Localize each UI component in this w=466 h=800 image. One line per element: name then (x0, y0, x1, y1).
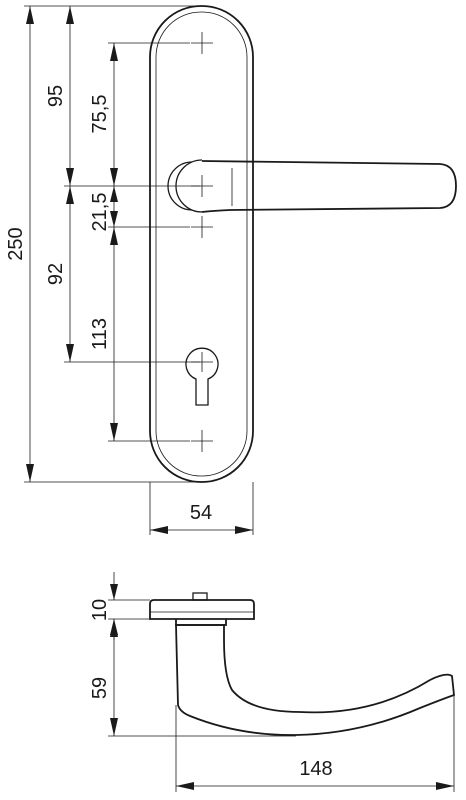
lever-handle-side (175, 624, 455, 736)
extension-lines (24, 5, 254, 535)
top-screw-mark (191, 32, 213, 54)
dimension-label-59: 59 (89, 677, 111, 699)
dimension-label-95: 95 (45, 85, 67, 107)
dimension-lever-to-keyhole: 92 (45, 186, 74, 362)
side-extension-lines (108, 599, 455, 792)
dimension-label-92: 92 (45, 263, 67, 285)
dimension-lever-depth: 59 (89, 619, 118, 736)
side-view: 10 59 148 (89, 572, 455, 792)
dimension-label-21-5: 21,5 (89, 193, 111, 232)
dimension-upper-to-lever: 95 (45, 6, 74, 186)
dimension-label-250: 250 (5, 227, 27, 260)
dimension-label-10: 10 (89, 599, 111, 621)
front-view: 250 95 92 75,5 21,5 (5, 5, 457, 535)
dimension-label-148: 148 (299, 758, 332, 780)
bottom-screw-mark (191, 430, 213, 452)
dimension-label-113: 113 (89, 318, 111, 350)
backplate-inner (155, 11, 248, 477)
dimension-lever-length: 148 (176, 758, 454, 790)
rose-plate (149, 599, 255, 620)
cylinder-keyhole (185, 347, 219, 406)
dimension-label-54: 54 (190, 502, 212, 524)
dimension-plate-width: 54 (150, 502, 253, 534)
second-screw-mark (191, 216, 213, 238)
dimension-screw-to-screw: 113 (89, 227, 118, 441)
dimension-total-height: 250 (5, 6, 34, 482)
rose-tab (192, 592, 208, 601)
dimension-lever-to-screw: 21,5 (89, 186, 118, 231)
backplate-outer (149, 5, 254, 483)
dimension-label-75-5: 75,5 (89, 95, 111, 134)
dimension-screw-to-lever: 75,5 (89, 43, 118, 186)
